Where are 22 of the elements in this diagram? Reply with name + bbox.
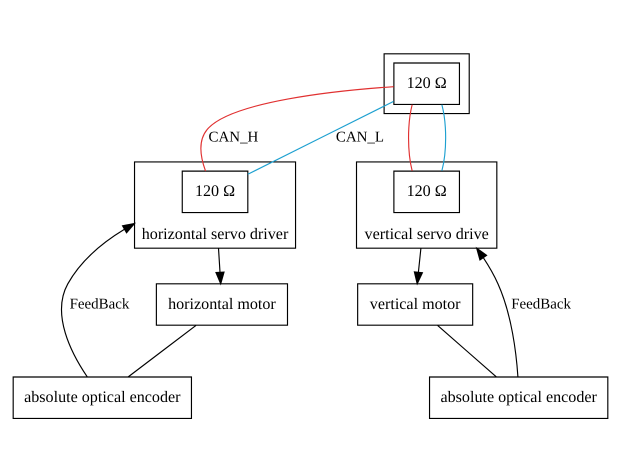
edge-label: FeedBack [70,296,130,312]
cluster [384,53,470,114]
edge-label: CAN_H [208,130,258,146]
connector [437,324,497,378]
node-box: vertical motor [357,283,474,326]
arrow [414,248,424,286]
connector [441,104,446,171]
node-box: 120 Ω [393,62,460,105]
connector [200,86,394,172]
arrow [476,246,518,377]
node-box: 120 Ω [393,170,460,214]
node-box: absolute optical encoder [428,376,608,419]
node-box: 120 Ω [182,170,248,214]
node-box: absolute optical encoder [12,376,192,419]
edge-label: CAN_L [336,130,384,146]
edge-label: FeedBack [511,296,571,312]
connector [248,100,394,175]
arrow [215,248,225,286]
arrow [60,222,136,378]
node-box: horizontal motor [156,283,288,326]
connector [408,104,413,171]
connector [128,324,196,378]
